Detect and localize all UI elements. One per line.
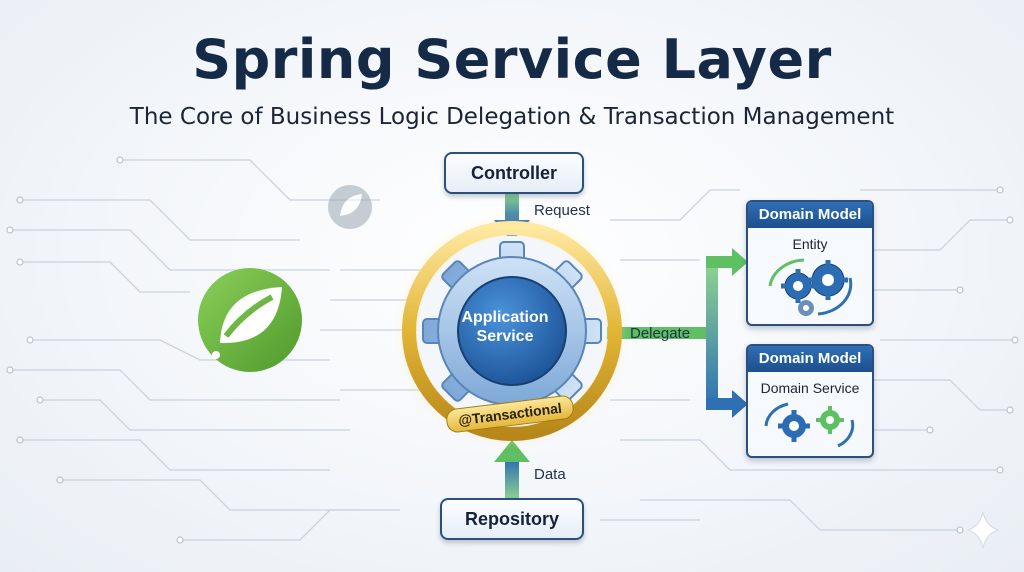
- domain-service-label: Domain Service: [760, 380, 860, 396]
- circuit-lines-right: [600, 189, 1015, 531]
- application-service-label: Application Service: [461, 309, 549, 345]
- repository-node: Repository: [440, 498, 584, 540]
- cycle-arrow-icon: [764, 402, 855, 448]
- service-core: [394, 213, 630, 449]
- domain-model-header: Domain Model: [748, 346, 872, 372]
- sparkle-icon: [966, 511, 1000, 549]
- page-subtitle: The Core of Business Logic Delegation & …: [129, 104, 895, 130]
- controller-label: Controller: [470, 162, 557, 183]
- repository-label: Repository: [464, 508, 560, 529]
- gear-icon: [422, 241, 602, 421]
- delegate-arrows: [604, 248, 748, 418]
- page-title: Spring Service Layer: [192, 28, 832, 91]
- entity-label: Entity: [792, 236, 828, 252]
- spring-leaf-logo-faded: [328, 185, 372, 229]
- domain-model-service: Domain Model Domain Service: [746, 344, 874, 458]
- delegate-label: Delegate: [630, 325, 691, 342]
- domain-model-entity: Domain Model Entity: [746, 200, 874, 326]
- data-arrow: [494, 440, 530, 500]
- gear-icon: [768, 258, 853, 316]
- spring-leaf-logo: [198, 268, 302, 372]
- cycle-arrow-icon: [768, 258, 853, 316]
- request-label: Request: [534, 202, 590, 219]
- data-label: Data: [534, 466, 566, 483]
- domain-model-header: Domain Model: [748, 202, 872, 228]
- controller-node: Controller: [444, 152, 584, 194]
- gear-icon: [764, 402, 855, 448]
